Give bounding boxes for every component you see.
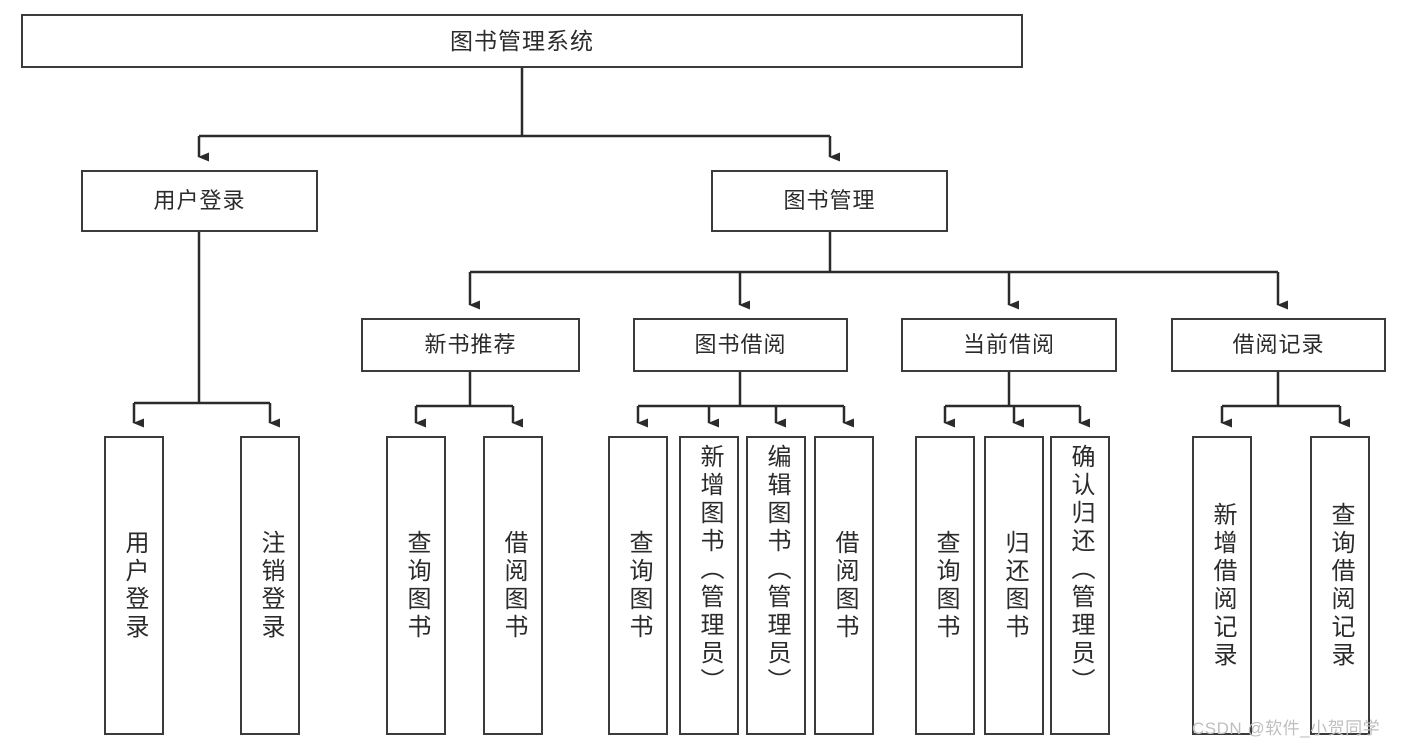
- node-leaf-borrow-book-2[interactable]: 借阅图书: [814, 436, 874, 735]
- node-leaf-query-book-1[interactable]: 查询图书: [386, 436, 446, 735]
- node-book-borrow[interactable]: 图书借阅: [633, 318, 848, 372]
- node-label-current-borrow: 当前借阅: [962, 332, 1055, 358]
- node-label-user-login: 用户登录: [153, 188, 246, 214]
- node-leaf-confirm-return[interactable]: 确认归还（管理员）: [1050, 436, 1110, 735]
- node-label-leaf-confirm-return: 确认归还（管理员）: [1067, 444, 1094, 696]
- node-label-leaf-query-book-1: 查询图书: [403, 529, 430, 642]
- node-leaf-query-book-2[interactable]: 查询图书: [608, 436, 668, 735]
- node-book-manage[interactable]: 图书管理: [711, 170, 948, 232]
- node-borrow-record[interactable]: 借阅记录: [1171, 318, 1386, 372]
- node-label-leaf-user-login: 用户登录: [121, 529, 148, 642]
- node-label-leaf-add-record: 新增借阅记录: [1209, 501, 1236, 670]
- node-new-book-recommend[interactable]: 新书推荐: [361, 318, 580, 372]
- node-leaf-logout[interactable]: 注销登录: [240, 436, 300, 735]
- node-label-borrow-record: 借阅记录: [1232, 332, 1325, 358]
- node-label-book-manage: 图书管理: [783, 188, 876, 214]
- node-label-leaf-add-book: 新增图书（管理员）: [696, 444, 723, 696]
- node-label-leaf-query-book-2: 查询图书: [625, 529, 652, 642]
- watermark-text: CSDN @软件_小贺同学: [1192, 719, 1381, 738]
- node-leaf-add-book[interactable]: 新增图书（管理员）: [679, 436, 739, 735]
- node-label-leaf-query-book-3: 查询图书: [932, 529, 959, 642]
- node-leaf-user-login[interactable]: 用户登录: [104, 436, 164, 735]
- node-leaf-borrow-book-1[interactable]: 借阅图书: [483, 436, 543, 735]
- node-user-login[interactable]: 用户登录: [81, 170, 318, 232]
- node-leaf-add-record[interactable]: 新增借阅记录: [1192, 436, 1252, 735]
- node-label-root: 图书管理系统: [450, 27, 594, 54]
- node-label-new-book-recommend: 新书推荐: [424, 332, 517, 358]
- node-leaf-query-record[interactable]: 查询借阅记录: [1310, 436, 1370, 735]
- node-current-borrow[interactable]: 当前借阅: [901, 318, 1117, 372]
- node-label-leaf-return-book: 归还图书: [1001, 529, 1028, 642]
- node-leaf-return-book[interactable]: 归还图书: [984, 436, 1044, 735]
- node-label-leaf-edit-book: 编辑图书（管理员）: [763, 444, 790, 696]
- node-leaf-query-book-3[interactable]: 查询图书: [915, 436, 975, 735]
- node-leaf-edit-book[interactable]: 编辑图书（管理员）: [746, 436, 806, 735]
- node-label-leaf-logout: 注销登录: [257, 529, 284, 642]
- node-label-leaf-borrow-book-1: 借阅图书: [500, 529, 527, 642]
- node-label-leaf-borrow-book-2: 借阅图书: [831, 529, 858, 642]
- node-label-leaf-query-record: 查询借阅记录: [1327, 501, 1354, 670]
- node-label-book-borrow: 图书借阅: [694, 332, 787, 358]
- node-root[interactable]: 图书管理系统: [21, 14, 1023, 68]
